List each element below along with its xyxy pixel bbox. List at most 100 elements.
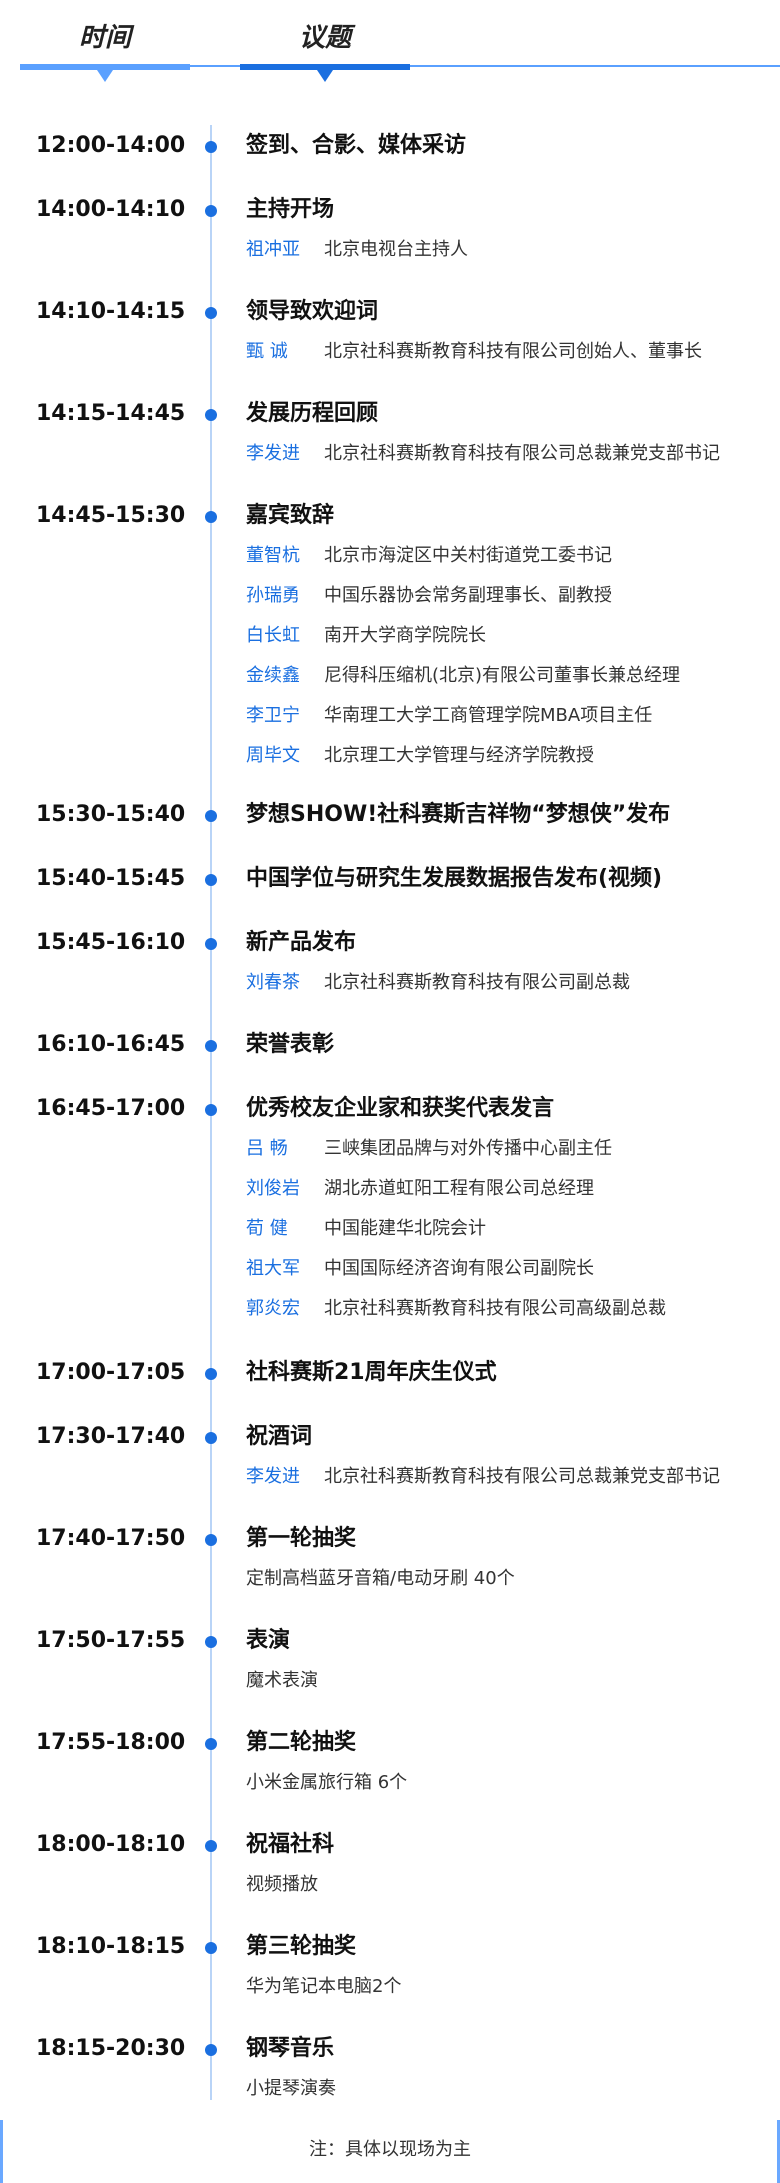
agenda-time: 16:10-16:45 <box>36 1032 186 1057</box>
speaker-role: 三峡集团品牌与对外传播中心副主任 <box>324 1138 612 1159</box>
agenda-note: 魔术表演 <box>246 1670 318 1691</box>
speaker-role: 中国能建华北院会计 <box>324 1218 486 1239</box>
agenda-note: 视频播放 <box>246 1874 318 1895</box>
speaker-row: 李卫宁华南理工大学工商管理学院MBA项目主任 <box>246 703 652 729</box>
speaker-role: 北京理工大学管理与经济学院教授 <box>324 745 594 766</box>
frame-left-border <box>0 2120 3 2183</box>
speaker-role: 中国国际经济咨询有限公司副院长 <box>324 1258 594 1279</box>
tab-time-label: 时间 <box>78 22 131 53</box>
tab-topic[interactable]: 议题 <box>240 0 410 82</box>
timeline-dot-icon <box>205 874 217 886</box>
agenda-time: 15:40-15:45 <box>36 866 186 891</box>
agenda-title: 祝福社科 <box>246 1832 335 1857</box>
speaker-name: 刘春茶 <box>246 972 300 993</box>
speaker-row: 白长虹 南开大学商学院院长 <box>246 623 486 649</box>
speaker-name: 甄 诚 <box>246 341 288 362</box>
agenda-title: 荣誉表彰 <box>246 1032 335 1057</box>
agenda-time: 17:55-18:00 <box>36 1730 186 1755</box>
speaker-row: 金续鑫尼得科压缩机(北京)有限公司董事长兼总经理 <box>246 663 680 689</box>
agenda-title: 嘉宾致辞 <box>246 503 335 528</box>
tab-time[interactable]: 时间 <box>20 0 190 82</box>
speaker-row: 甄 诚 北京社科赛斯教育科技有限公司创始人、董事长 <box>246 339 702 365</box>
timeline-dot-icon <box>205 2044 217 2056</box>
timeline-dot-icon <box>205 1104 217 1116</box>
agenda-title: 社科赛斯21周年庆生仪式 <box>246 1360 497 1385</box>
tab-time-underline <box>20 64 190 70</box>
agenda-title: 表演 <box>246 1628 291 1653</box>
speaker-row: 周毕文北京理工大学管理与经济学院教授 <box>246 743 594 769</box>
speaker-name: 金续鑫 <box>246 665 300 686</box>
speaker-role: 北京社科赛斯教育科技有限公司高级副总裁 <box>324 1298 666 1319</box>
speaker-role: 华南理工大学工商管理学院MBA项目主任 <box>324 705 653 726</box>
agenda-title: 发展历程回顾 <box>246 401 379 426</box>
speaker-name: 荀 健 <box>246 1218 288 1239</box>
timeline-dot-icon <box>205 1432 217 1444</box>
tab-topic-underline <box>240 64 410 70</box>
speaker-name: 祖大军 <box>246 1258 300 1279</box>
footer-note: 注：具体以现场为主 <box>309 2139 471 2160</box>
speaker-name: 李发进 <box>246 443 300 464</box>
agenda-title: 第三轮抽奖 <box>246 1934 357 1959</box>
speaker-name: 吕 畅 <box>246 1138 288 1159</box>
speaker-row: 董智杭 北京市海淀区中关村街道党工委书记 <box>246 543 612 569</box>
timeline-dot-icon <box>205 1040 217 1052</box>
timeline-dot-icon <box>205 409 217 421</box>
speaker-row: 祖大军 中国国际经济咨询有限公司副院长 <box>246 1256 594 1282</box>
timeline-dot-icon <box>205 1534 217 1546</box>
agenda-title: 中国学位与研究生发展数据报告发布(视频) <box>246 866 663 891</box>
agenda-time: 17:50-17:55 <box>36 1628 186 1653</box>
timeline-dot-icon <box>205 205 217 217</box>
agenda-time: 17:30-17:40 <box>36 1424 186 1449</box>
agenda-time: 14:10-14:15 <box>36 299 186 324</box>
agenda-time: 16:45-17:00 <box>36 1096 186 1121</box>
agenda-title: 第二轮抽奖 <box>246 1730 357 1755</box>
tab-time-pointer-icon <box>97 70 113 82</box>
speaker-role: 北京社科赛斯教育科技有限公司创始人、董事长 <box>324 341 702 362</box>
speaker-row: 郭炎宏北京社科赛斯教育科技有限公司高级副总裁 <box>246 1296 666 1322</box>
agenda-time: 18:00-18:10 <box>36 1832 186 1857</box>
frame-right-border <box>777 2120 780 2183</box>
speaker-row: 刘春茶 北京社科赛斯教育科技有限公司副总裁 <box>246 970 630 996</box>
agenda-time: 18:10-18:15 <box>36 1934 186 1959</box>
agenda-title: 领导致欢迎词 <box>246 299 379 324</box>
speaker-role: 北京社科赛斯教育科技有限公司总裁兼党支部书记 <box>324 1466 720 1487</box>
timeline-dot-icon <box>205 1738 217 1750</box>
header: 时间 议题 <box>0 0 780 82</box>
timeline-dot-icon <box>205 1636 217 1648</box>
timeline-dot-icon <box>205 1942 217 1954</box>
agenda-title: 签到、合影、媒体采访 <box>246 133 467 158</box>
agenda-title: 祝酒词 <box>246 1424 313 1449</box>
agenda-title: 新产品发布 <box>246 930 357 955</box>
agenda-time: 15:30-15:40 <box>36 802 186 827</box>
speaker-role: 北京市海淀区中关村街道党工委书记 <box>324 545 612 566</box>
speaker-name: 董智杭 <box>246 545 300 566</box>
agenda-title: 钢琴音乐 <box>246 2036 335 2061</box>
speaker-name: 白长虹 <box>246 625 300 646</box>
timeline-dot-icon <box>205 511 217 523</box>
agenda-note: 小提琴演奏 <box>246 2078 336 2099</box>
agenda-note: 小米金属旅行箱 6个 <box>246 1772 408 1793</box>
speaker-row: 李发进北京社科赛斯教育科技有限公司总裁兼党支部书记 <box>246 441 720 467</box>
speaker-role: 北京社科赛斯教育科技有限公司副总裁 <box>324 972 630 993</box>
agenda-time: 14:15-14:45 <box>36 401 186 426</box>
speaker-name: 李发进 <box>246 1466 300 1487</box>
agenda-time: 17:00-17:05 <box>36 1360 186 1385</box>
agenda-time: 12:00-14:00 <box>36 133 186 158</box>
agenda-time: 15:45-16:10 <box>36 930 186 955</box>
speaker-row: 吕 畅 三峡集团品牌与对外传播中心副主任 <box>246 1136 612 1162</box>
timeline-dot-icon <box>205 307 217 319</box>
speaker-row: 荀 健 中国能建华北院会计 <box>246 1216 486 1242</box>
agenda-time: 17:40-17:50 <box>36 1526 186 1551</box>
speaker-role: 南开大学商学院院长 <box>324 625 486 646</box>
agenda-time: 14:45-15:30 <box>36 503 186 528</box>
timeline-dot-icon <box>205 810 217 822</box>
timeline-dot-icon <box>205 938 217 950</box>
speaker-row: 孙瑞勇中国乐器协会常务副理事长、副教授 <box>246 583 612 609</box>
timeline-dot-icon <box>205 141 217 153</box>
timeline-dot-icon <box>205 1368 217 1380</box>
speaker-role: 湖北赤道虹阳工程有限公司总经理 <box>324 1178 594 1199</box>
agenda-title: 优秀校友企业家和获奖代表发言 <box>246 1096 555 1121</box>
agenda-title: 梦想SHOW!社科赛斯吉祥物“梦想侠”发布 <box>246 802 671 827</box>
speaker-name: 孙瑞勇 <box>246 585 300 606</box>
tab-topic-label: 议题 <box>298 22 351 53</box>
